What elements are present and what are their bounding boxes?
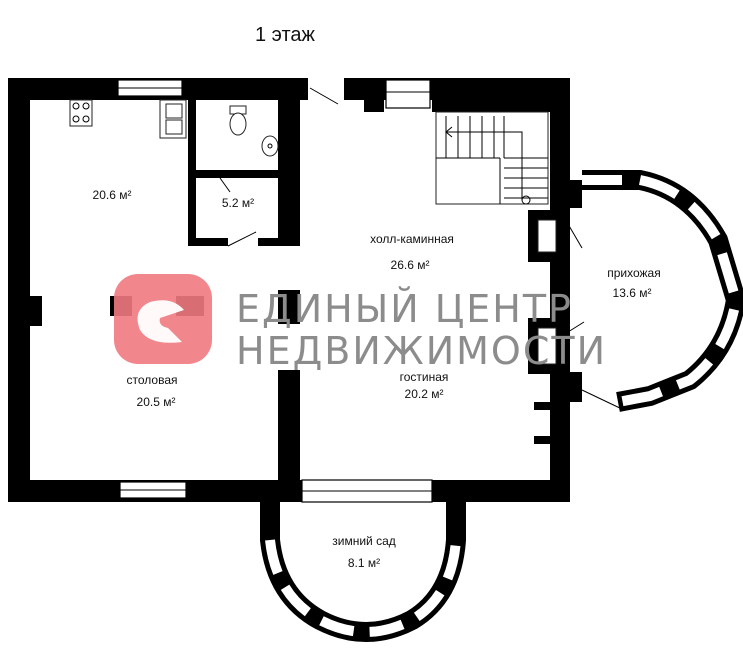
entry-area: 13.6 м² [613, 286, 652, 300]
entry-name: прихожая [607, 266, 660, 280]
watermark-logo [114, 274, 212, 364]
hall-name: холл-каминная [370, 232, 454, 246]
entry-bay [582, 170, 743, 412]
hall-area: 26.6 м² [391, 258, 430, 272]
living-name: гостиная [400, 370, 449, 384]
winter-garden-name: зимний сад [332, 534, 396, 548]
wc-fixtures [229, 105, 279, 157]
living-area: 20.2 м² [405, 387, 444, 401]
kitchen-area: 20.6 м² [93, 188, 132, 202]
staircase [435, 111, 549, 205]
walls [8, 78, 582, 502]
watermark: ЕДИНЫЙ ЦЕНТР НЕДВИЖИМОСТИ [114, 274, 607, 373]
floor-title: 1 этаж [255, 24, 315, 46]
doors [219, 87, 625, 411]
wc-area: 5.2 м² [222, 196, 254, 210]
room-labels: 20.6 м² 5.2 м² холл-каминная 26.6 м² при… [93, 188, 661, 570]
watermark-line1: ЕДИНЫЙ ЦЕНТР [236, 287, 573, 331]
windows [117, 79, 433, 503]
watermark-line2: НЕДВИЖИМОСТИ [236, 329, 607, 373]
dining-name: столовая [127, 373, 178, 387]
winter-garden-bay [260, 502, 466, 642]
kitchen-fixtures [69, 99, 187, 139]
dining-area: 20.5 м² [137, 395, 176, 409]
winter-garden-area: 8.1 м² [348, 556, 380, 570]
